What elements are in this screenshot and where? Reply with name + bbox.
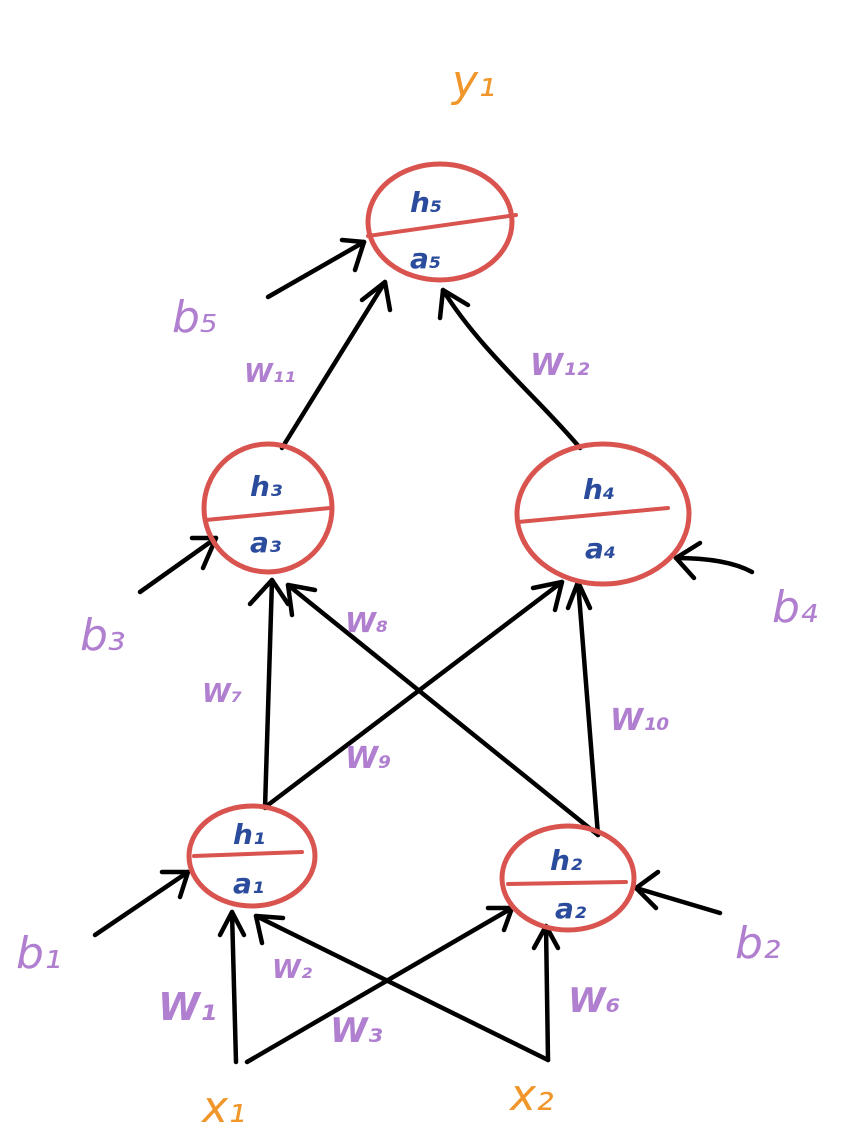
weight-label-w2: W₂	[272, 955, 313, 985]
arrowhead-b5-h5	[339, 237, 367, 273]
arrowhead-x1-h1	[217, 909, 247, 938]
edge-x1-h2	[244, 905, 515, 1065]
arrowhead-b2-h2	[633, 869, 661, 911]
arrowhead-h1-h3	[247, 577, 291, 607]
node-h3-divider	[204, 506, 332, 522]
edge-x2-h2	[543, 923, 551, 1063]
node-h2: h₂ a₂	[499, 823, 637, 933]
arrowhead-h1-h4	[530, 579, 565, 613]
weight-label-w12: W₁₂	[530, 348, 589, 383]
edge-h3-h5	[279, 279, 388, 451]
arrowhead-h2-h3	[285, 582, 318, 618]
node-h3: h₃ a₃	[201, 441, 335, 575]
edge-x2-h1	[253, 913, 551, 1063]
edge-b4-h4	[673, 555, 755, 575]
weight-label-w1: W₁	[158, 985, 217, 1029]
node-h1-divider	[192, 850, 304, 858]
node-h1: h₁ a₁	[186, 803, 318, 909]
node-h5-bottom-label: a₅	[410, 242, 441, 275]
node-h1-circle	[186, 803, 318, 909]
weight-label-w6: W₆	[568, 981, 620, 1021]
weight-label-w9: W₉	[345, 741, 391, 776]
arrowhead-b4-h4	[673, 540, 703, 581]
arrowhead-b3-h3	[189, 535, 219, 571]
node-h5-divider	[366, 213, 518, 238]
node-h5-circle	[365, 161, 515, 283]
node-h4-bottom-label: a₄	[585, 532, 616, 565]
edge-b3-h3	[137, 535, 219, 595]
node-h4-top-label: h₄	[583, 473, 615, 506]
arrowhead-h4-h5	[437, 287, 471, 321]
node-h2-bottom-label: a₂	[555, 892, 587, 925]
node-h3-top-label: h₃	[250, 470, 282, 503]
weight-label-w10: W₁₀	[610, 703, 669, 738]
edge-b1-h1	[92, 869, 191, 938]
bias-label-b2: b₂	[735, 918, 781, 969]
node-h5-top-label: h₅	[410, 186, 442, 219]
arrowhead-h3-h5	[359, 279, 393, 313]
edge-h1-h4	[265, 579, 565, 808]
edge-h2-h4	[575, 579, 601, 838]
arrowhead-b1-h1	[159, 869, 191, 900]
weight-label-w11: W₁₁	[244, 359, 295, 389]
edge-h4-h5	[440, 287, 583, 451]
weight-label-w7: W₇	[202, 679, 242, 709]
node-h1-bottom-label: a₁	[233, 867, 264, 900]
node-h2-top-label: h₂	[550, 844, 583, 877]
edge-b5-h5	[265, 239, 367, 300]
node-h2-divider	[506, 880, 628, 886]
node-h5: h₅ a₅	[365, 161, 518, 283]
weight-label-w3: W₃	[330, 1011, 383, 1051]
edge-h2-h3	[285, 582, 601, 838]
edge-h1-h3	[262, 577, 275, 811]
output-label-y1: y₁	[450, 56, 496, 107]
edge-b2-h2	[633, 885, 723, 916]
node-h1-top-label: h₁	[233, 818, 265, 851]
node-h4-divider	[516, 506, 670, 524]
bias-label-b3: b₃	[80, 610, 126, 661]
input-label-x2: x₂	[508, 1070, 554, 1121]
bias-label-b4: b₄	[772, 582, 818, 633]
arrowhead-x2-h1	[253, 913, 286, 946]
node-h4-circle	[514, 441, 692, 587]
node-h2-circle	[499, 823, 637, 933]
edge-x1-h1	[229, 909, 239, 1065]
input-label-x1: x₁	[200, 1082, 246, 1133]
node-h4: h₄ a₄	[514, 441, 692, 587]
bias-label-b5: b₅	[172, 292, 218, 343]
weight-label-w8: W₈	[345, 606, 388, 639]
bias-label-b1: b₁	[16, 928, 62, 979]
node-h3-bottom-label: a₃	[250, 526, 281, 559]
